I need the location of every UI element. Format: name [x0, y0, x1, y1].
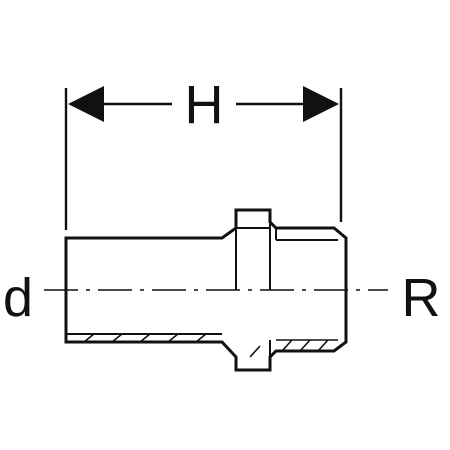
diameter-label: d [3, 268, 33, 328]
height-dimension-label: H [185, 75, 224, 135]
fitting-outline [64, 208, 348, 372]
dimension-arrow-right [303, 86, 339, 122]
thread-label: R [402, 268, 441, 328]
thread-hatch [83, 333, 338, 358]
dimension-arrow-left [68, 86, 104, 122]
